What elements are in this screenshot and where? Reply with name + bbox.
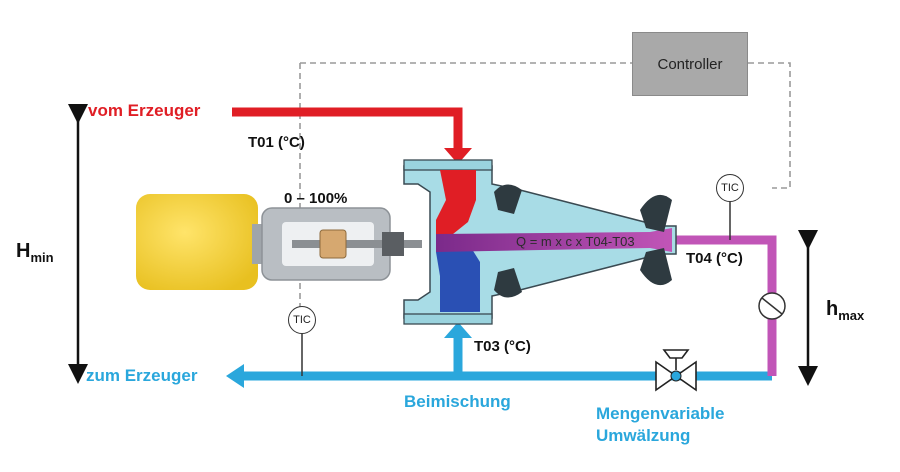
variable-circulation-label-2: Umwälzung <box>596 426 691 445</box>
circulation-valve-left <box>655 360 678 392</box>
control-line-right <box>748 62 791 189</box>
mixed-pipe <box>676 235 777 376</box>
controller-label: Controller <box>657 55 723 73</box>
lower-flange <box>403 313 493 325</box>
mixing-nozzle <box>436 228 672 252</box>
actuator-drive <box>136 194 258 290</box>
supply-arrow <box>444 148 472 164</box>
hot-chamber <box>436 170 476 246</box>
return-label: zum Erzeuger <box>86 366 198 385</box>
hmax-main: h <box>826 298 839 320</box>
hmin-sub: min <box>30 250 54 265</box>
mixing-arrow <box>444 322 472 338</box>
t03-label: T03 (°C) <box>474 338 531 355</box>
controller-box: Controller <box>632 32 748 96</box>
tic-return-sensor: TIC <box>288 306 316 334</box>
t04-label: T04 (°C) <box>686 250 743 267</box>
hmin-main: H <box>16 240 31 262</box>
hmin-label: Hmin <box>16 240 54 265</box>
circulation-valve-actuator <box>662 349 690 359</box>
stroke-label: 0 – 100% <box>284 190 348 207</box>
valve-stem <box>292 240 422 248</box>
tic-mixed-sensor: TIC <box>716 174 744 202</box>
mid-flange-bottom <box>494 268 522 298</box>
outlet-flange-top <box>640 194 672 232</box>
stem-nut <box>382 232 404 256</box>
tic-label: TIC <box>721 182 739 194</box>
hmax-sub: max <box>838 308 865 323</box>
tic-label: TIC <box>293 314 311 326</box>
supply-pipe <box>232 107 463 150</box>
formula-label: Q = m x c x T04-T03 <box>516 234 635 249</box>
outlet-flange-bottom <box>640 248 672 286</box>
mixing-label: Beimischung <box>404 392 511 411</box>
mid-flange-top <box>494 184 522 214</box>
supply-label: vom Erzeuger <box>88 101 201 120</box>
cold-chamber <box>436 246 480 312</box>
return-arrow <box>226 364 244 388</box>
t01-label: T01 (°C) <box>248 134 305 151</box>
hmax-label: hmax <box>826 298 864 323</box>
flow-meter-bar <box>761 297 783 315</box>
variable-circulation-label-1: Mengenvariable <box>596 404 725 423</box>
circulation-valve-ball <box>670 370 682 382</box>
upper-flange <box>403 159 493 171</box>
stem-coupling <box>319 229 347 259</box>
circulation-valve-right <box>674 360 697 392</box>
